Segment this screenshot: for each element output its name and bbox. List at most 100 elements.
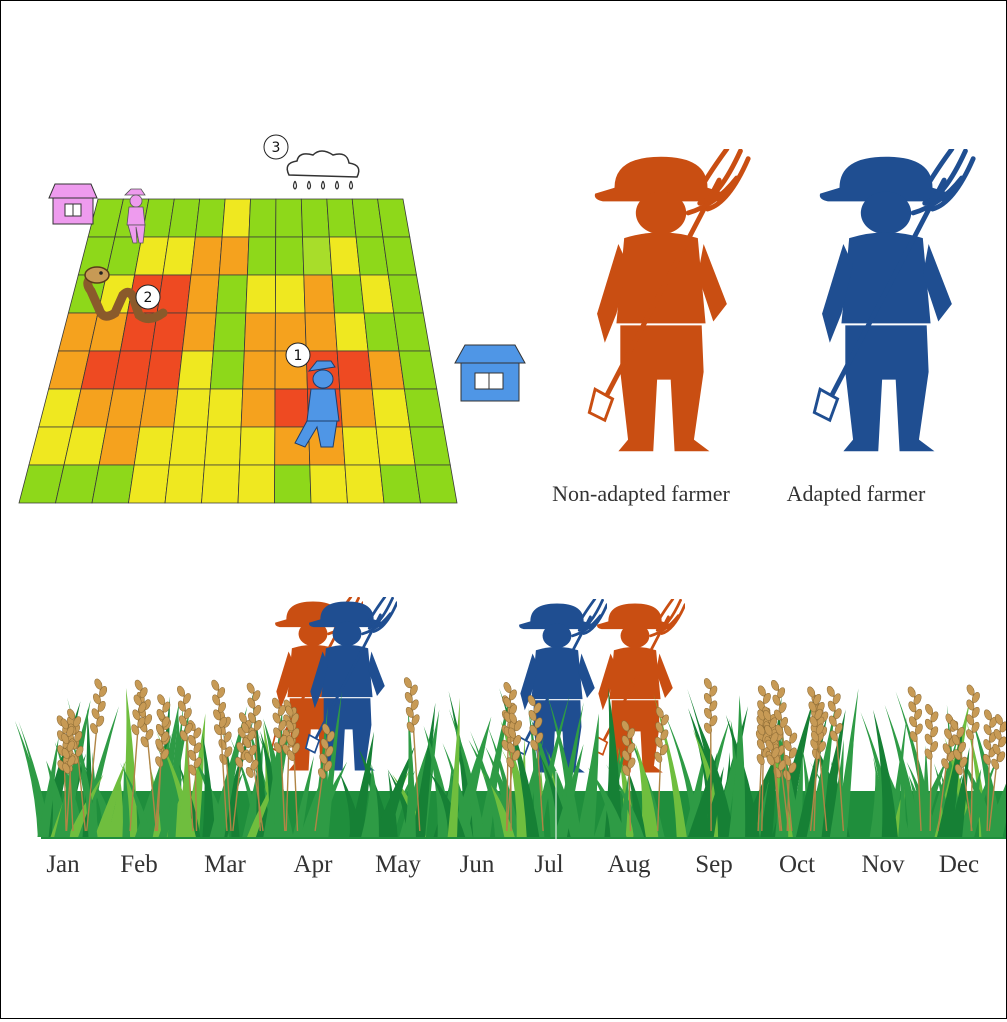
wheat-grain	[627, 757, 636, 769]
wheat-grain	[966, 729, 974, 741]
wheat-grain	[773, 709, 782, 721]
field-grid	[18, 198, 458, 504]
wheat-grain	[924, 718, 933, 730]
wheat-grain	[292, 742, 301, 754]
wheat-grain	[286, 735, 295, 747]
wheat-grain	[179, 730, 188, 742]
wheat-grain	[966, 684, 975, 696]
wheat-grain	[622, 765, 631, 776]
field-cell	[240, 388, 276, 428]
wheat-grain	[535, 732, 544, 744]
grass-blade	[553, 744, 584, 837]
grass-blade	[405, 706, 416, 837]
wheat-grain	[409, 684, 418, 696]
grass-blade	[635, 743, 659, 837]
wheat-grain	[188, 734, 196, 746]
wheat-grain	[277, 705, 286, 716]
wheat-grain	[403, 677, 412, 689]
wheat-grain	[909, 731, 918, 742]
field-cell	[201, 464, 241, 504]
field-cell	[303, 274, 335, 314]
wheat-grain	[807, 686, 816, 698]
grass-blade	[349, 731, 375, 837]
grass-blade	[908, 759, 947, 837]
month-label: Dec	[939, 851, 979, 878]
field-cell	[112, 350, 152, 390]
grass-blade	[184, 713, 206, 837]
month-label: May	[375, 851, 421, 878]
field-cell	[387, 274, 424, 314]
wheat-grain	[984, 709, 992, 721]
grass-blade	[202, 733, 216, 837]
field-cell	[194, 198, 226, 238]
house-icon	[454, 344, 526, 402]
wheat-grain	[997, 751, 1006, 763]
snake-icon	[83, 270, 168, 323]
wheat-grain	[966, 699, 975, 711]
grass-blade	[937, 723, 964, 837]
field-cell	[190, 236, 223, 276]
field-cell	[139, 388, 179, 428]
wheat-grain	[765, 739, 774, 751]
house-roof	[48, 183, 98, 199]
grass-blade	[653, 694, 687, 837]
wheat-grain	[324, 760, 333, 772]
field-cell	[239, 426, 276, 466]
wheat-grain	[908, 701, 917, 713]
wheat-grain	[827, 700, 836, 712]
field-cell	[331, 274, 365, 314]
wheat-grain	[157, 694, 166, 706]
wheat-grain	[508, 689, 517, 701]
wheat-grain	[529, 724, 538, 736]
wheat-grain	[788, 762, 797, 774]
wheat-grain	[704, 707, 712, 719]
wheat-grain	[762, 692, 771, 704]
marker-1: 1	[285, 342, 311, 368]
grass-blade	[956, 768, 982, 837]
adapted-farmer-label: Adapted farmer	[787, 481, 926, 506]
grass-blade	[898, 755, 907, 837]
field-cell	[344, 464, 385, 504]
wheat-grain	[763, 710, 772, 721]
wheat-grain	[709, 685, 718, 697]
wheat-grain	[660, 729, 669, 741]
field-cell	[409, 426, 451, 466]
wheat-grain	[223, 731, 232, 743]
wheat-grain	[235, 756, 244, 768]
field-cell	[243, 312, 276, 352]
month-label: Feb	[120, 851, 158, 878]
marker-2: 2	[135, 284, 161, 310]
grass-blade	[971, 717, 1004, 837]
wheat-grain	[245, 767, 254, 778]
marker-2-label: 2	[144, 290, 153, 306]
adapted-farmer-icon	[814, 149, 973, 452]
wheat-grain	[788, 747, 797, 759]
wheat-grain	[966, 714, 975, 726]
wheat-grain	[983, 724, 992, 736]
field-cell	[359, 274, 395, 314]
grass-blade	[948, 747, 970, 837]
wheat-grain	[62, 762, 71, 774]
field-cell	[245, 274, 277, 314]
wheat-grain	[218, 739, 227, 750]
wheat-grain	[193, 727, 202, 739]
wheat-grain	[826, 685, 835, 697]
wheat-grain	[907, 686, 916, 698]
field-cell	[181, 312, 217, 352]
wheat-grain	[272, 697, 280, 709]
wheat-grain	[914, 723, 923, 735]
wheat-grain	[991, 758, 1000, 770]
wheat-grain	[278, 720, 287, 731]
field-cell	[215, 274, 248, 314]
wheat-grain	[660, 744, 668, 756]
wheat-grain	[756, 754, 765, 765]
wheat-grain	[771, 679, 779, 691]
wheat-grain	[291, 713, 300, 724]
wheat-grain	[253, 719, 262, 731]
wheat-grain	[621, 720, 630, 732]
wheat-grain	[951, 734, 960, 746]
wheat-grain	[291, 727, 300, 739]
wheat-grain	[982, 753, 991, 765]
